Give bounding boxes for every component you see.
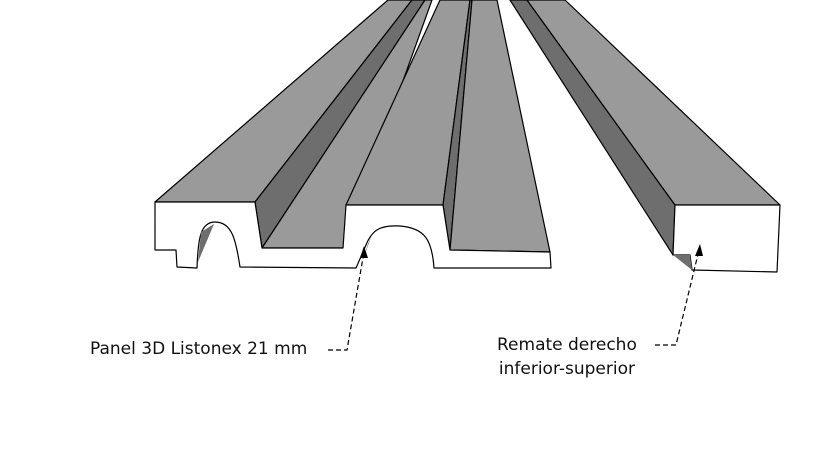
panel-leader-arrow	[360, 246, 368, 258]
panel-label: Panel 3D Listonex 21 mm	[90, 339, 308, 359]
remate-label-line1: Remate derecho	[497, 335, 637, 355]
arch-shadow-left	[198, 224, 214, 262]
remate-label-line2: inferior-superior	[498, 359, 635, 379]
remate-notch-shadow	[673, 255, 692, 270]
panel-leader-line	[328, 251, 365, 351]
remate-label: Remate derecho inferior-superior	[497, 333, 637, 381]
remate-leader-line	[655, 249, 700, 346]
remate-top	[526, 0, 781, 206]
remate-leader-arrow	[695, 244, 703, 256]
